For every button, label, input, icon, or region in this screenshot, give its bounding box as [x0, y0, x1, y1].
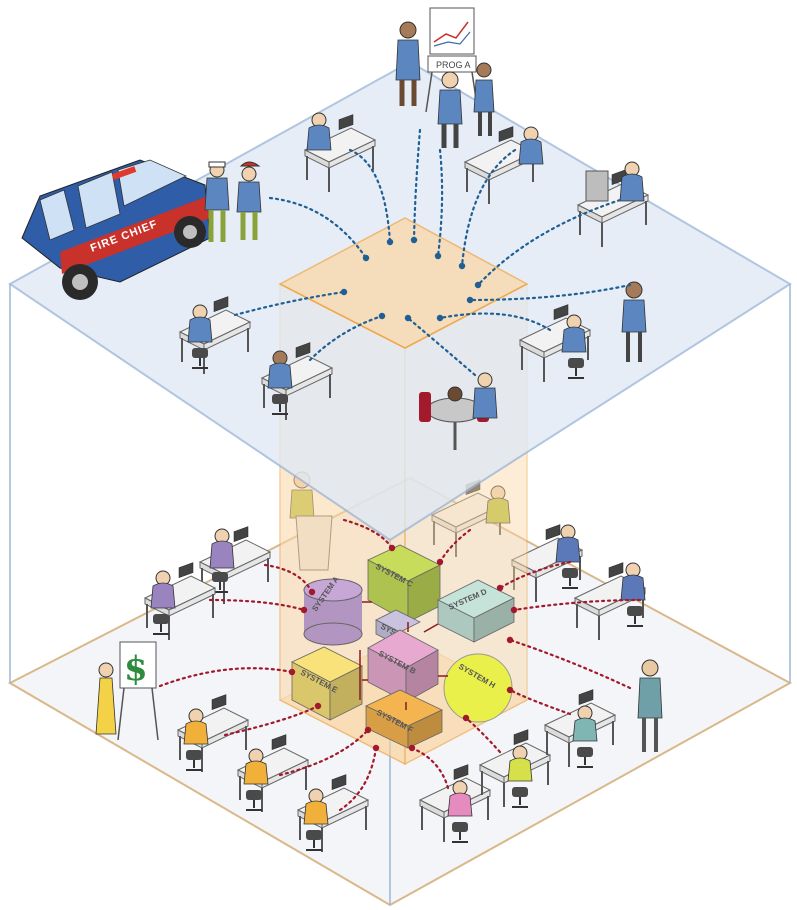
upper-connector-endpoint: [362, 254, 370, 262]
upper-connector-endpoint: [436, 314, 444, 322]
upper-floor-connectors: [233, 128, 632, 377]
system-b-block: SYSTEM B: [367, 629, 439, 703]
lower-connector-endpoint: [308, 588, 316, 596]
finance-presenter: $: [95, 641, 159, 741]
system-d-block: SYSTEM D: [437, 579, 515, 643]
workstation-bottom-left-2: [237, 733, 309, 813]
upper-connector-endpoint: [378, 312, 386, 320]
workstation-left-1: [199, 525, 271, 605]
upper-connector-endpoint: [434, 252, 442, 260]
systems-cluster: SYSTEM C SYSTEM D SYSTEM A SYS... SYSTE: [291, 544, 515, 749]
lower-connector-endpoint: [506, 636, 514, 644]
upper-connector-endpoint: [404, 314, 412, 322]
upper-connector-endpoint: [466, 296, 474, 304]
workstation-left-2: [144, 561, 216, 641]
lower-connector-endpoint: [288, 668, 296, 676]
workstation-upper-3: [577, 161, 649, 248]
system-a-block: SYSTEM A: [303, 575, 363, 646]
lower-connector-endpoint: [300, 606, 308, 614]
system-internal-links: [359, 601, 448, 710]
meeting-table: [419, 372, 498, 450]
standing-analyst: [637, 659, 663, 752]
system-c-block: SYSTEM C: [367, 544, 441, 623]
lower-connector-endpoint: [388, 544, 396, 552]
workstation-bottom-right-1: [419, 763, 491, 843]
workstation-bottom-left-1: [177, 693, 249, 773]
lower-connector-endpoint: [408, 744, 416, 752]
upper-connector-endpoint: [386, 238, 394, 246]
workstation-upper-1: [304, 112, 376, 193]
lower-connector-endpoint: [496, 584, 504, 592]
workstation-bottom-right-3: [544, 688, 616, 768]
system-h-block: SYSTEM H: [443, 653, 513, 723]
upper-connector-endpoint: [340, 288, 348, 296]
workstation-bottom-left-3: [297, 773, 369, 853]
upper-floor-workstations: FIRE CHIEF PROG A: [21, 7, 649, 450]
lower-connector-endpoint: [364, 726, 372, 734]
workstation-lower-top: [431, 478, 511, 558]
standing-caller: [621, 281, 647, 362]
lower-connector-endpoint: [510, 606, 518, 614]
finance-board-symbol: $: [124, 649, 148, 689]
upper-connector-endpoint: [410, 236, 418, 244]
workstation-bottom-right-2: [479, 728, 551, 808]
lower-floor-connector-endpoints: [288, 544, 518, 752]
fire-chief-truck: FIRE CHIEF: [21, 159, 211, 300]
fire-officers: [204, 161, 262, 242]
lower-floor-connectors: [158, 518, 642, 812]
upper-connector-endpoint: [458, 262, 466, 270]
workstation-upper-2: [464, 125, 544, 205]
upper-connector-endpoint: [474, 281, 482, 289]
chart-board-label: PROG A: [436, 60, 471, 70]
upper-floor-connector-endpoints: [340, 236, 482, 322]
workstation-upper-4: [179, 295, 251, 375]
workstation-right-2: [574, 561, 646, 641]
system-f-block: SYSTEM F: [365, 689, 443, 749]
central-column-top: [278, 217, 529, 349]
lower-connector-endpoint: [372, 744, 380, 752]
workstation-upper-6: [519, 303, 591, 383]
program-presenter: PROG A: [395, 7, 495, 148]
lower-connector-endpoint: [462, 714, 470, 722]
lower-connector-endpoint: [314, 702, 322, 710]
lower-connector-endpoint: [506, 686, 514, 694]
workstation-right-1: [511, 523, 583, 603]
lower-connector-endpoint: [436, 558, 444, 566]
workstation-upper-5: [261, 341, 333, 421]
